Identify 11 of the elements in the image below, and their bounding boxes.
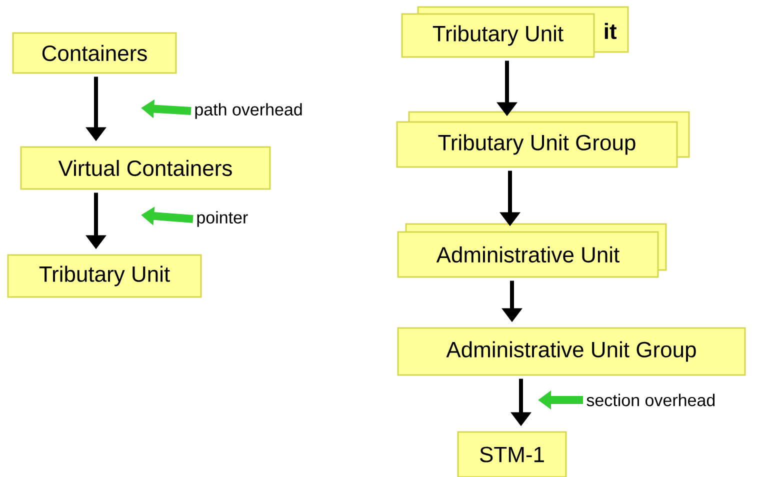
note-text: path overhead bbox=[195, 103, 302, 119]
partial-text: it bbox=[604, 22, 617, 40]
process-box: STM-1 bbox=[457, 431, 567, 477]
process-box: Tributary Unit bbox=[7, 254, 202, 298]
process-box: Containers bbox=[12, 32, 177, 74]
note-text: pointer bbox=[197, 211, 248, 227]
process-box: Administrative Unit Group bbox=[397, 327, 746, 376]
stacked-box: Administrative Unit bbox=[397, 223, 667, 278]
note-text: section overhead bbox=[586, 394, 715, 406]
process-box: Virtual Containers bbox=[20, 146, 271, 190]
stacked-box: Tributary Unit Group bbox=[396, 111, 690, 168]
